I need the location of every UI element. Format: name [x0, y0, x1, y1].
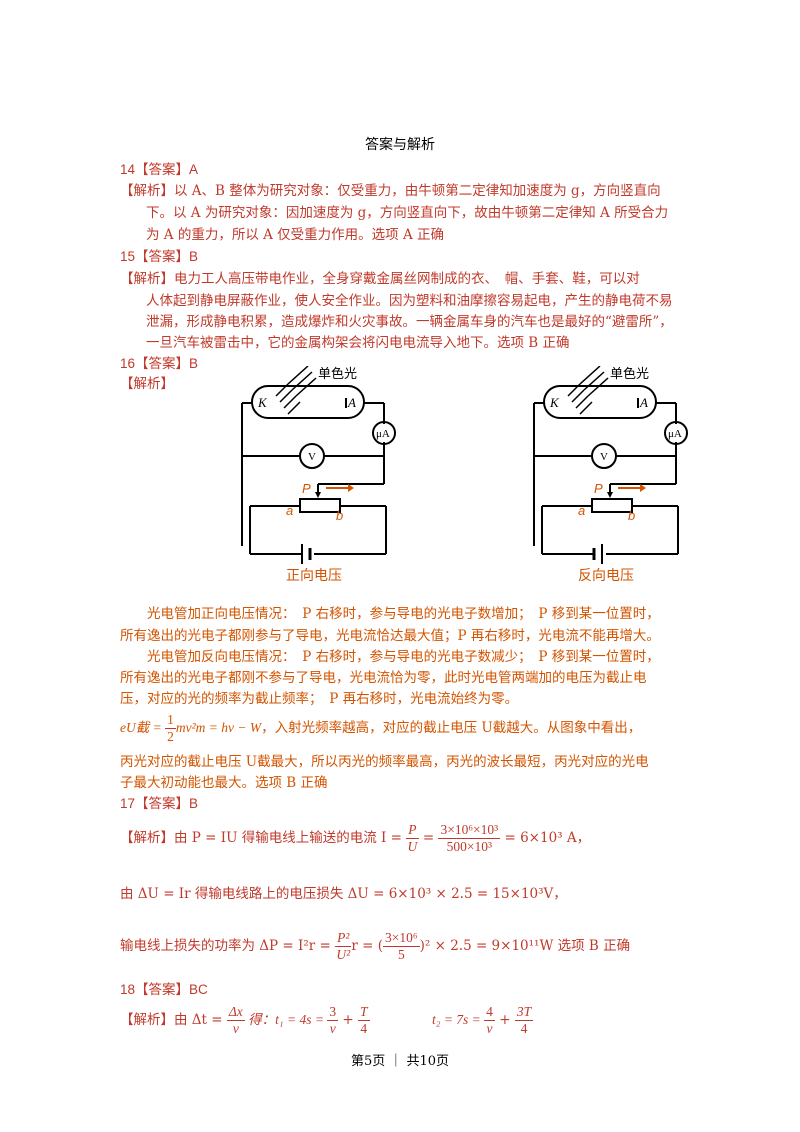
eq-lhs: eU截 = — [120, 720, 166, 735]
voltmeter — [299, 443, 325, 469]
q16-line-6: 丙光对应的截止电压 U截最大，所以丙光的频率最高，丙光的波长最短，丙光对应的光电 — [120, 754, 649, 770]
cathode-label: K — [549, 395, 560, 410]
anode-label: A — [347, 395, 356, 410]
q14-line-1: 【解析】以 A、B 整体为研究对象：仅受重力，由牛顿第二定律知加速度为 g，方向… — [120, 183, 661, 199]
microammeter — [372, 421, 396, 445]
page-footer: 第5页 ｜ 共10页 — [350, 1054, 450, 1069]
caption-forward: 正向电压 — [286, 568, 342, 584]
q17-answer: 17【答案】B — [120, 796, 199, 811]
end-b-label: b — [336, 508, 343, 523]
end-a-label: a — [578, 503, 585, 518]
microammeter-label: μA — [668, 428, 682, 440]
end-a-label: a — [286, 503, 293, 518]
eq-text: ，入射光频率越高，对应的截止电压 U截越大。从图象中看出， — [261, 720, 642, 736]
voltmeter — [591, 443, 617, 469]
q17-line-2: 由 ΔU = Ir 得输电线路上的电压损失 ΔU = 6×10³ × 2.5 =… — [120, 886, 567, 902]
page-title: 答案与解析 — [365, 137, 435, 153]
anode-label: A — [639, 395, 648, 410]
circuit-reverse: 单色光 K A μA V P a b 反向电压 — [533, 366, 688, 584]
q16-analysis-label: 【解析】 — [120, 376, 174, 392]
q15-line-4: 一旦汽车被雷击中，它的金属构架会将闪电电流导入地下。选项 B 正确 — [146, 335, 570, 351]
q14-line-3: 为 A 的重力，所以 A 仅受重力作用。选项 A 正确 — [146, 227, 444, 243]
q16-line-3: 光电管加反向电压情况： P 右移时，参与导电的光电子数减少； P 移到某一位置时… — [120, 649, 660, 665]
microammeter — [664, 421, 688, 445]
eq-rhs: mv²m = hν − W — [175, 720, 262, 735]
q16-answer: 16【答案】B — [120, 356, 199, 371]
q15-line-1: 【解析】电力工人高压带电作业，全身穿戴金属丝网制成的衣、 帽、手套、鞋，可以对 — [120, 271, 640, 287]
slider-label: P — [302, 481, 311, 496]
voltmeter-label: V — [600, 451, 608, 463]
q15-line-2: 人体起到静电屏蔽作业，使人安全作业。因为塑料和油摩擦容易起电，产生的静电荷不易 — [146, 293, 673, 309]
q14-line-2: 下。以 A 为研究对象：因加速度为 g，方向竖直向下，故由牛顿第二定律知 A 所… — [146, 205, 669, 221]
voltmeter-label: V — [308, 451, 316, 463]
q16-line-1: 光电管加正向电压情况： P 右移时，参与导电的光电子数增加； P 移到某一位置时… — [120, 606, 660, 622]
cathode-label: K — [257, 395, 268, 410]
light-label: 单色光 — [610, 366, 649, 382]
light-label: 单色光 — [318, 366, 357, 382]
q15-answer: 15【答案】B — [120, 249, 199, 264]
slider-label: P — [594, 481, 603, 496]
circuit-forward: 单色光 K A μA V P a b 正向电压 — [241, 366, 396, 584]
q14-answer: 14【答案】A — [120, 162, 199, 177]
q16-line-4: 所有逸出的光电子都刚不参与了导电，光电流恰为零，此时光电管两端加的电压为截止电 — [120, 670, 647, 686]
microammeter-label: μA — [376, 428, 390, 440]
end-b-label: b — [628, 508, 635, 523]
q16-line-5: 压，对应的光的频率为截止频率； P 再右移时，光电流始终为零。 — [120, 691, 519, 707]
q16-line-2: 所有逸出的光电子都刚参与了导电，光电流恰达最大值；P 再右移时，光电流不能再增大… — [120, 628, 660, 644]
q18-answer: 18【答案】BC — [120, 982, 208, 997]
caption-reverse: 反向电压 — [578, 568, 634, 584]
q16-line-7: 子最大初动能也最大。选项 B 正确 — [120, 775, 328, 791]
q15-line-3: 泄漏，形成静电积累，造成爆炸和火灾事故。一辆金属车身的汽车也是最好的“避雷所”， — [146, 314, 673, 330]
